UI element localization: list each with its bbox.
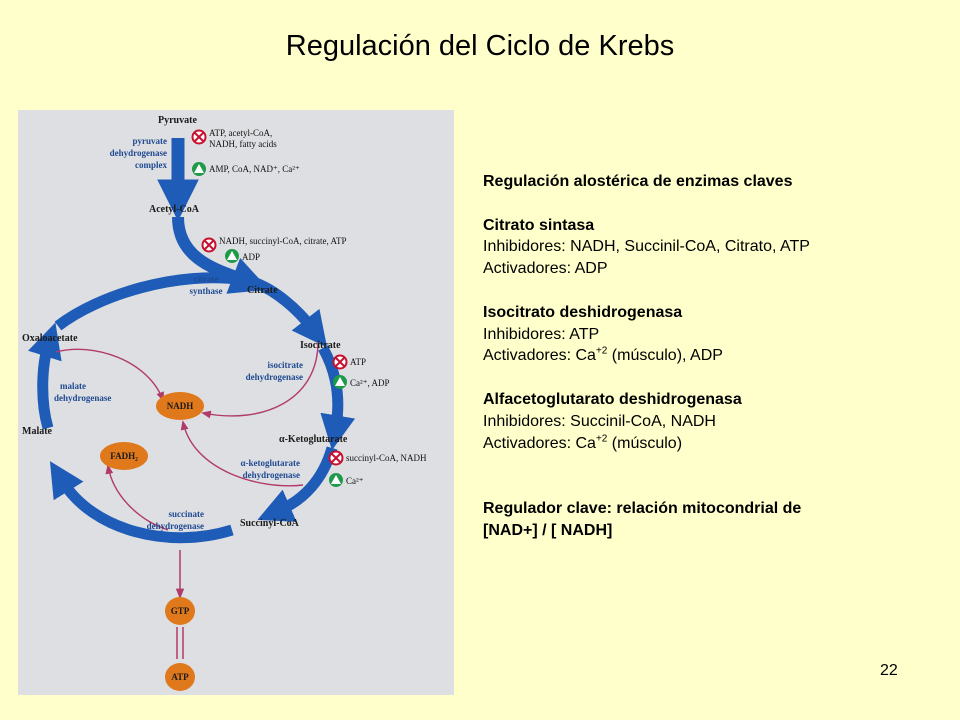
malate-label: Malate <box>22 426 53 437</box>
mdh-label-1: malate <box>60 381 86 391</box>
isocitrate-dh-inhibitors: Inhibidores: ATP <box>483 325 600 343</box>
sdh-to-fadh2-arrow <box>105 464 169 531</box>
idh-label-1: isocitrate <box>268 360 303 370</box>
succinyl-coa-label: Succinyl-CoA <box>240 518 300 529</box>
cs-label-2: synthase <box>189 286 222 296</box>
idh-inhibitor-icon <box>332 354 348 370</box>
key-regulator-line2: [NAD+] / [ NADH] <box>483 521 613 539</box>
nadh-label: NADH <box>167 401 194 411</box>
akg-inhibitors: succinyl-CoA, NADH <box>346 453 427 463</box>
fadh2-label: FADH₂ <box>110 451 138 461</box>
slide-title: Regulación del Ciclo de Krebs <box>285 30 675 62</box>
gtp-label: GTP <box>171 606 190 616</box>
citrate-isocitrate-arc <box>250 276 328 348</box>
citrate-synthase-title: Citrato sintasa <box>483 216 595 234</box>
pyruvate-label: Pyruvate <box>158 115 197 126</box>
akg-dh-activators: Activadores: Ca+2 (músculo) <box>483 433 943 455</box>
pdh-inhibitors-1: ATP, acetyl-CoA, <box>209 128 272 138</box>
pdh-activator-icon <box>192 162 206 176</box>
atp-label: ATP <box>171 672 189 682</box>
gtp-node: GTP <box>165 597 195 625</box>
krebs-cycle-diagram: Pyruvate Acetyl-CoA Citrate Isocitrate α… <box>18 110 454 695</box>
idh-activator-icon <box>333 375 347 389</box>
oxaloacetate-label: Oxaloacetate <box>22 333 78 344</box>
key-regulator-line1: Regulador clave: relación mitocondrial d… <box>483 499 802 517</box>
akgdh-label-1: α-ketoglutarate <box>240 458 300 468</box>
gtp-atp-exchange <box>176 627 184 659</box>
akgdh-to-nadh-arrow <box>180 420 304 487</box>
akgdh-label-2: dehydrogenase <box>243 470 300 480</box>
idh-act-sup: +2 <box>595 346 608 358</box>
pdh-label-1: pyruvate <box>133 136 168 146</box>
akg-activator-icon <box>329 473 343 487</box>
akg-act-sup: +2 <box>595 433 608 445</box>
akg-act-pre: Activadores: Ca <box>483 434 596 452</box>
akg-dh-title: Alfacetoglutarato deshidrogenasa <box>483 390 742 408</box>
idh-activators: Ca²⁺, ADP <box>350 378 389 388</box>
citrate-label: Citrate <box>247 285 278 296</box>
krebs-cycle-svg: Pyruvate Acetyl-CoA Citrate Isocitrate α… <box>22 115 427 691</box>
mdh-to-nadh-arrow <box>55 348 164 402</box>
a-ketoglutarate-label: α-Ketoglutarate <box>279 434 348 445</box>
malate-oxaloacetate-arc <box>28 322 62 430</box>
allosteric-heading: Regulación alostérica de enzimas claves <box>483 173 793 190</box>
pdh-label-3: complex <box>135 160 167 170</box>
akg-inhibitor-icon <box>328 450 344 466</box>
citrate-synthase-inhibitors: Inhibidores: NADH, Succinil-CoA, Citrato… <box>483 238 810 256</box>
regulation-text: Regulación alostérica de enzimas claves … <box>483 171 943 542</box>
idh-label-2: dehydrogenase <box>246 372 303 382</box>
acetyl-coa-label: Acetyl-CoA <box>149 204 200 215</box>
pdh-inhibitors-2: NADH, fatty acids <box>209 139 277 149</box>
cs-inhibitors: NADH, succinyl-CoA, citrate, ATP <box>219 236 346 246</box>
isocitrate-dh-title: Isocitrato deshidrogenasa <box>483 303 683 321</box>
isocitrate-label: Isocitrate <box>300 340 341 351</box>
pdh-inhibitor-icon <box>191 129 207 145</box>
sdh-label-1: succinate <box>169 509 205 519</box>
idh-act-pre: Activadores: Ca <box>483 347 596 365</box>
mdh-label-2: dehydrogenase <box>54 393 111 403</box>
atp-node: ATP <box>165 663 195 691</box>
fadh2-node: FADH₂ <box>100 442 148 470</box>
pdh-activators: AMP, CoA, NAD⁺, Ca²⁺ <box>209 164 300 174</box>
oxaloacetate-citrate-arc <box>54 272 245 331</box>
page-number: 22 <box>880 662 898 679</box>
akg-act-post: (músculo) <box>607 434 683 452</box>
isocitrate-dh-activators: Activadores: Ca+2 (músculo), ADP <box>483 345 943 367</box>
succinylcoa-lower-arc <box>49 461 234 544</box>
cs-activators: ADP <box>242 252 260 262</box>
citrate-synthase-activators: Activadores: ADP <box>483 260 608 278</box>
cs-label-1: citrate <box>194 274 219 284</box>
sdh-label-2: dehydrogenase <box>147 521 204 531</box>
idh-inhibitors: ATP <box>350 357 366 367</box>
akg-activators: Ca²⁺ <box>346 476 364 486</box>
cs-activator-icon <box>225 249 239 263</box>
nadh-node: NADH <box>156 392 204 420</box>
akg-dh-inhibitors: Inhibidores: Succinil-CoA, NADH <box>483 412 716 430</box>
idh-act-post: (músculo), ADP <box>607 347 723 365</box>
idh-to-nadh-arrow <box>201 341 319 419</box>
cs-inhibitor-icon <box>201 237 217 253</box>
pdh-label-2: dehydrogenase <box>110 148 167 158</box>
